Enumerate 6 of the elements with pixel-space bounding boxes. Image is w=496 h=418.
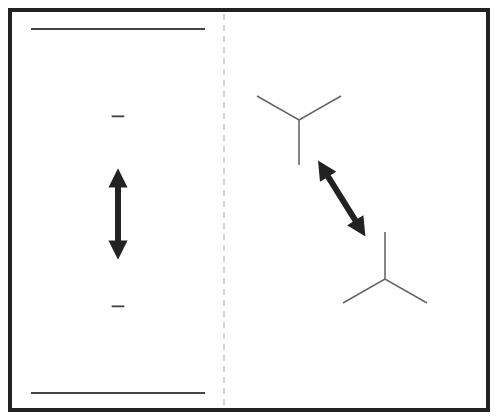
y-junction-icon <box>341 230 429 306</box>
double-arrow <box>108 168 128 260</box>
charge-sign: − <box>110 294 126 318</box>
double-arrow <box>318 160 366 237</box>
charge-sign: − <box>110 104 126 128</box>
y-junction-icon <box>255 93 343 167</box>
